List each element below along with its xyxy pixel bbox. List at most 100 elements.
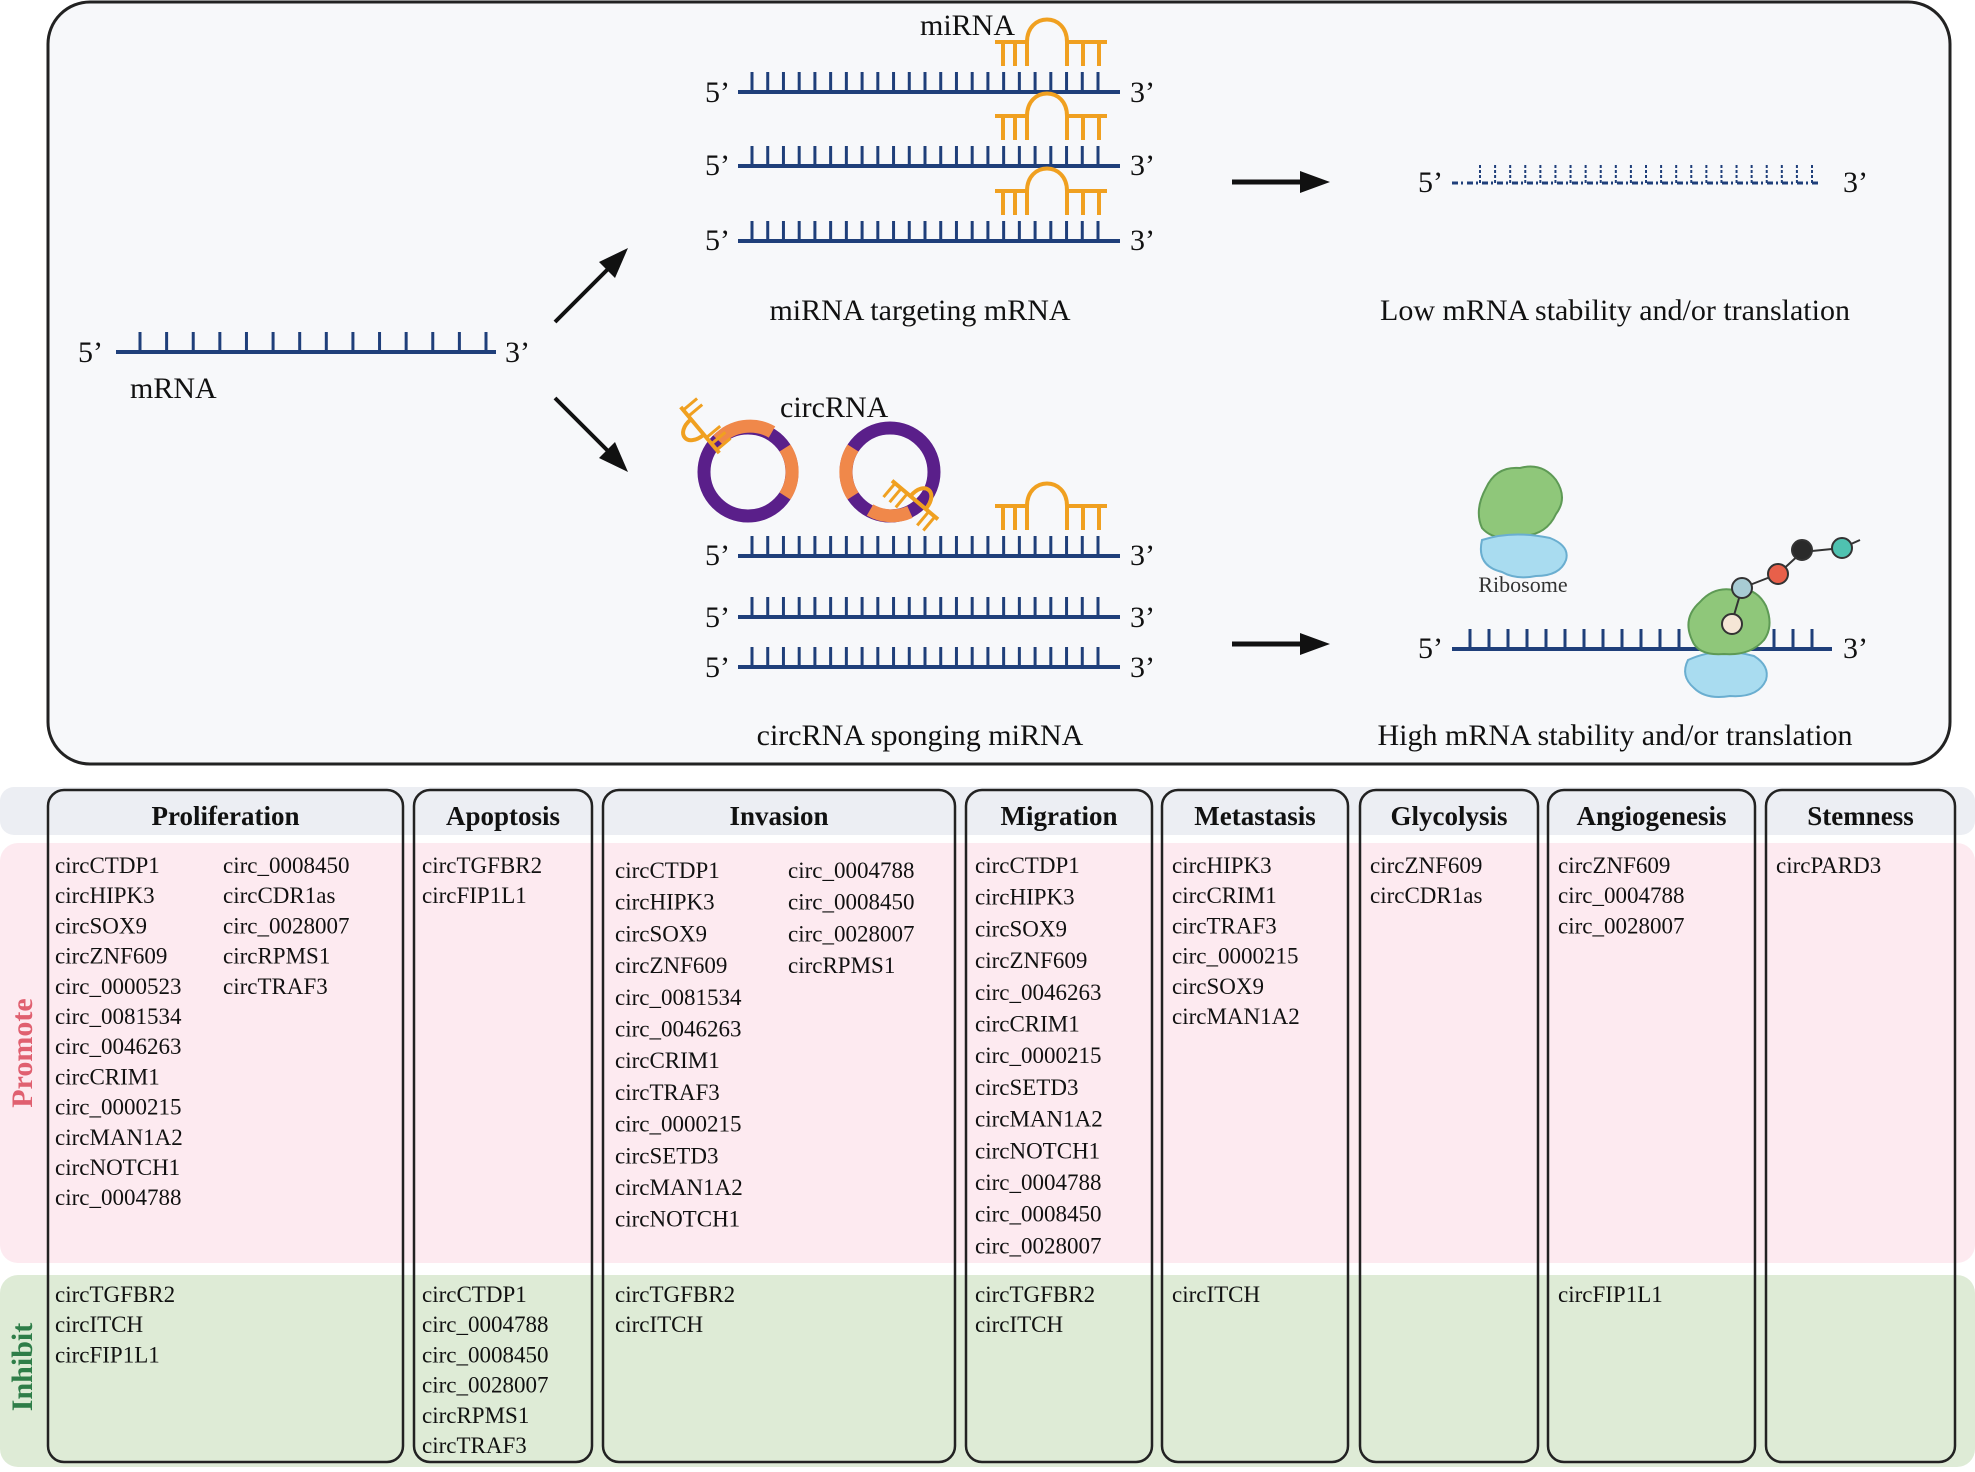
promote-band (0, 843, 1975, 1263)
mirna-strand (679, 397, 732, 455)
column-apoptosis: ApoptosiscircTGFBR2circFIP1L1circCTDP1ci… (412, 788, 594, 1464)
column-frame (1546, 788, 1757, 1464)
promote-item: circNOTCH1 (615, 1207, 740, 1232)
promote-item: circSOX9 (975, 916, 1067, 941)
promote-item: circ_0004788 (55, 1185, 181, 1210)
three-prime-label: 3’ (1843, 632, 1868, 665)
promote-item: circSOX9 (1172, 974, 1264, 999)
mrna-bases (750, 72, 1100, 92)
promote-item: circCDR1as (223, 883, 335, 908)
promote-item: circ_0081534 (615, 985, 742, 1010)
mirna-bound (995, 91, 1107, 140)
inhibit-item: circCTDP1 (422, 1282, 527, 1307)
mirna-strand (995, 166, 1107, 215)
column-frame (1160, 788, 1350, 1464)
branch-arrow-down (553, 396, 628, 472)
column-header: Glycolysis (1390, 801, 1507, 831)
promote-item: circRPMS1 (788, 953, 895, 978)
inhibit-item: circITCH (1172, 1282, 1260, 1307)
promote-item: circNOTCH1 (975, 1138, 1100, 1163)
mirna-strand (995, 17, 1107, 66)
promote-item: circTRAF3 (223, 974, 328, 999)
inhibit-item: circ_0008450 (422, 1342, 548, 1367)
mirna-bound (995, 17, 1107, 66)
mrna-bases (750, 146, 1100, 166)
mirna-strand (882, 479, 940, 532)
promote-item: circ_0004788 (975, 1170, 1101, 1195)
translating-ribosome-icon (1684, 588, 1771, 698)
mrna-bases (750, 597, 1100, 617)
promote-item: circ_0046263 (615, 1017, 741, 1042)
mrna-bases (750, 647, 1100, 667)
promote-item: circFIP1L1 (422, 883, 527, 908)
promote-item: circZNF609 (55, 944, 167, 969)
bottom-result: High mRNA stability and/or translation (1378, 719, 1853, 752)
three-prime-label: 3’ (1130, 76, 1155, 109)
three-prime-label: 3’ (1843, 166, 1868, 199)
promote-item: circ_0046263 (55, 1034, 181, 1059)
mrna-strand-4: 5’ 3’ (705, 481, 1155, 572)
promote-item: circCRIM1 (1172, 883, 1277, 908)
table-columns: ProliferationcircCTDP1circHIPK3circSOX9c… (46, 788, 1957, 1464)
promote-item: circ_0028007 (1558, 913, 1684, 938)
inhibit-item: circTGFBR2 (615, 1282, 735, 1307)
mrna-bases (138, 332, 488, 352)
promote-item: circHIPK3 (55, 883, 155, 908)
promote-item: circSOX9 (55, 913, 147, 938)
promote-item: circCDR1as (1370, 883, 1482, 908)
mrna-strand-1: 5’ 3’ (705, 17, 1155, 109)
ribosome-label: Ribosome (1478, 572, 1567, 597)
ribosome-icon (1477, 465, 1568, 579)
five-prime-label: 5’ (705, 224, 730, 257)
promote-item: circHIPK3 (615, 890, 715, 915)
promote-item: circCRIM1 (55, 1064, 160, 1089)
column-header: Invasion (729, 801, 828, 831)
promote-item: circTRAF3 (615, 1080, 720, 1105)
promote-item: circHIPK3 (975, 885, 1075, 910)
result-arrow-top (1232, 171, 1330, 193)
amino-acid (1791, 539, 1813, 561)
five-prime-label: 5’ (705, 539, 730, 572)
degraded-bases (1479, 163, 1813, 183)
promote-item: circ_0000215 (55, 1095, 181, 1120)
promote-row-label: Promote (6, 998, 39, 1107)
promote-item: circCTDP1 (55, 853, 160, 878)
promote-item: circMAN1A2 (975, 1107, 1103, 1132)
promote-item: circ_0008450 (788, 890, 914, 915)
inhibit-item: circRPMS1 (422, 1403, 529, 1428)
promote-item: circSETD3 (975, 1075, 1078, 1100)
column-metastasis: MetastasiscircHIPK3circCRIM1circTRAF3cir… (1160, 788, 1350, 1464)
inhibit-item: circITCH (55, 1312, 143, 1337)
inhibit-item: circITCH (615, 1312, 703, 1337)
mirna-bound (995, 166, 1107, 215)
nascent-peptide (1721, 537, 1861, 635)
result-arrow-bottom (1232, 633, 1330, 655)
mrna-label: mRNA (130, 372, 217, 405)
column-frame (1764, 788, 1957, 1464)
promote-item: circRPMS1 (223, 944, 330, 969)
promote-item: circTGFBR2 (422, 853, 542, 878)
five-prime-label: 5’ (705, 651, 730, 684)
promote-item: circ_0000215 (615, 1112, 741, 1137)
promote-item: circ_0008450 (223, 853, 349, 878)
column-invasion: InvasioncircCTDP1circHIPK3circSOX9circZN… (601, 788, 957, 1464)
column-header: Angiogenesis (1576, 801, 1726, 831)
promote-item: circCTDP1 (975, 853, 1080, 878)
amino-acid (1767, 563, 1789, 585)
promote-item: circZNF609 (615, 953, 727, 978)
promote-item: circZNF609 (975, 948, 1087, 973)
degraded-mrna: 5’ 3’ (1418, 163, 1868, 199)
top-result: Low mRNA stability and/or translation (1380, 294, 1850, 327)
branch-arrow-up (553, 248, 628, 324)
promote-item: circCTDP1 (615, 858, 720, 883)
header-band (0, 787, 1975, 835)
five-prime-label: 5’ (705, 76, 730, 109)
circrna-label: circRNA (780, 391, 889, 424)
inhibit-item: circTRAF3 (422, 1433, 527, 1458)
column-header: Metastasis (1194, 801, 1315, 831)
top-caption: miRNA targeting mRNA (769, 294, 1070, 327)
promote-item: circPARD3 (1776, 853, 1881, 878)
promote-item: circMAN1A2 (1172, 1004, 1300, 1029)
mrna-bases (750, 221, 1100, 241)
